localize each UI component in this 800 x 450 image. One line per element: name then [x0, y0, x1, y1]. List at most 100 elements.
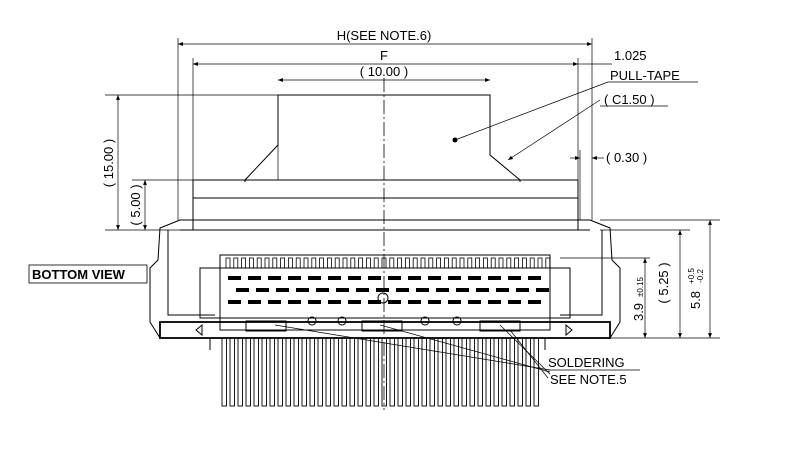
contact-pin — [509, 337, 515, 407]
comb-tooth — [537, 257, 543, 269]
contact-slot — [448, 300, 461, 304]
contact-pin — [397, 337, 403, 407]
contact-slot — [368, 300, 381, 304]
dim-f-label: F — [380, 48, 388, 63]
comb-tooth — [467, 257, 473, 269]
comb-tooth — [459, 257, 465, 269]
comb-tooth — [350, 257, 356, 269]
contact-slot — [348, 300, 361, 304]
contact-pin — [357, 337, 363, 407]
comb-tooth — [319, 257, 325, 269]
contact-slot — [356, 288, 369, 292]
comb-tooth — [241, 257, 247, 269]
contact-slot — [516, 288, 529, 292]
contact-comb-top — [225, 257, 551, 269]
center-post — [377, 292, 389, 304]
contact-slot — [316, 288, 329, 292]
contact-slot — [488, 300, 501, 304]
contact-slot — [436, 288, 449, 292]
comb-tooth — [334, 257, 340, 269]
comb-tooth — [404, 257, 410, 269]
contact-pin — [373, 337, 379, 407]
comb-tooth — [514, 257, 519, 269]
contact-slot — [528, 300, 541, 304]
contact-pin — [301, 337, 307, 407]
contact-slot — [416, 288, 429, 292]
contact-slot — [328, 300, 341, 304]
comb-tooth — [397, 257, 403, 269]
comb-tooth — [233, 257, 239, 269]
contact-pin — [517, 337, 523, 407]
contact-slot — [408, 300, 421, 304]
contact-slot — [248, 276, 261, 280]
dim-58-label: 5.8 — [688, 291, 703, 309]
comb-tooth — [272, 257, 278, 269]
solder-tabs — [245, 316, 521, 332]
bottom-view-box — [28, 264, 148, 284]
contact-pin — [341, 337, 347, 407]
contact-pin — [309, 337, 315, 407]
contact-slot — [336, 288, 349, 292]
comb-tooth — [256, 257, 262, 269]
contact-slot — [328, 276, 341, 280]
contact-pin — [317, 337, 323, 407]
contact-slot — [268, 276, 281, 280]
contact-slot — [468, 300, 481, 304]
comb-tooth — [475, 257, 481, 269]
comb-tooth — [295, 257, 301, 269]
comb-tooth — [545, 257, 551, 269]
comb-tooth — [436, 257, 442, 269]
contact-slot — [308, 276, 321, 280]
leader-lines — [274, 81, 698, 379]
dimension-lines — [105, 38, 720, 339]
contact-slot — [308, 300, 321, 304]
comb-tooth — [373, 257, 379, 269]
comb-tooth — [498, 257, 504, 269]
comb-tooth — [303, 257, 309, 269]
contact-pin — [325, 337, 331, 407]
dim-1025-label: 1.025 — [614, 48, 647, 63]
comb-tooth — [420, 257, 426, 269]
contact-slot — [428, 276, 441, 280]
contact-slot — [456, 288, 469, 292]
contact-slot — [476, 288, 489, 292]
c150-label: ( C1.50 ) — [604, 92, 655, 107]
contact-pin — [277, 337, 283, 407]
comb-tooth — [225, 257, 231, 269]
contact-slot — [348, 276, 361, 280]
contact-slot — [448, 276, 461, 280]
contact-pin — [461, 337, 467, 407]
contact-pin — [405, 337, 411, 407]
contact-pin — [389, 337, 395, 407]
contact-slot — [496, 288, 509, 292]
contact-slot — [536, 288, 549, 292]
contact-slot — [376, 288, 389, 292]
dim-10-label: ( 10.00 ) — [360, 64, 408, 79]
comb-tooth — [264, 257, 270, 269]
contact-pin — [533, 337, 539, 407]
contact-pin — [445, 337, 451, 407]
contact-pin — [493, 337, 499, 407]
contact-slot — [408, 276, 421, 280]
contact-slot — [388, 300, 401, 304]
dim-39-tol: ±0.15 — [636, 276, 645, 297]
contact-pin — [501, 337, 507, 407]
contact-slot — [228, 276, 241, 280]
contact-pin — [229, 337, 235, 407]
contact-pin — [421, 337, 427, 407]
comb-tooth — [506, 257, 512, 269]
comb-tooth — [412, 257, 418, 269]
comb-tooth — [280, 257, 286, 269]
comb-tooth — [490, 257, 496, 269]
contact-pin — [453, 337, 459, 407]
comb-tooth — [482, 257, 488, 269]
contact-slot — [468, 276, 481, 280]
pull-tape-label: PULL-TAPE — [610, 68, 680, 83]
contact-pin — [333, 337, 339, 407]
comb-tooth — [389, 257, 395, 269]
contact-pin — [221, 337, 227, 407]
contact-slot — [288, 276, 301, 280]
contact-pin — [261, 337, 267, 407]
contact-slot — [508, 276, 521, 280]
